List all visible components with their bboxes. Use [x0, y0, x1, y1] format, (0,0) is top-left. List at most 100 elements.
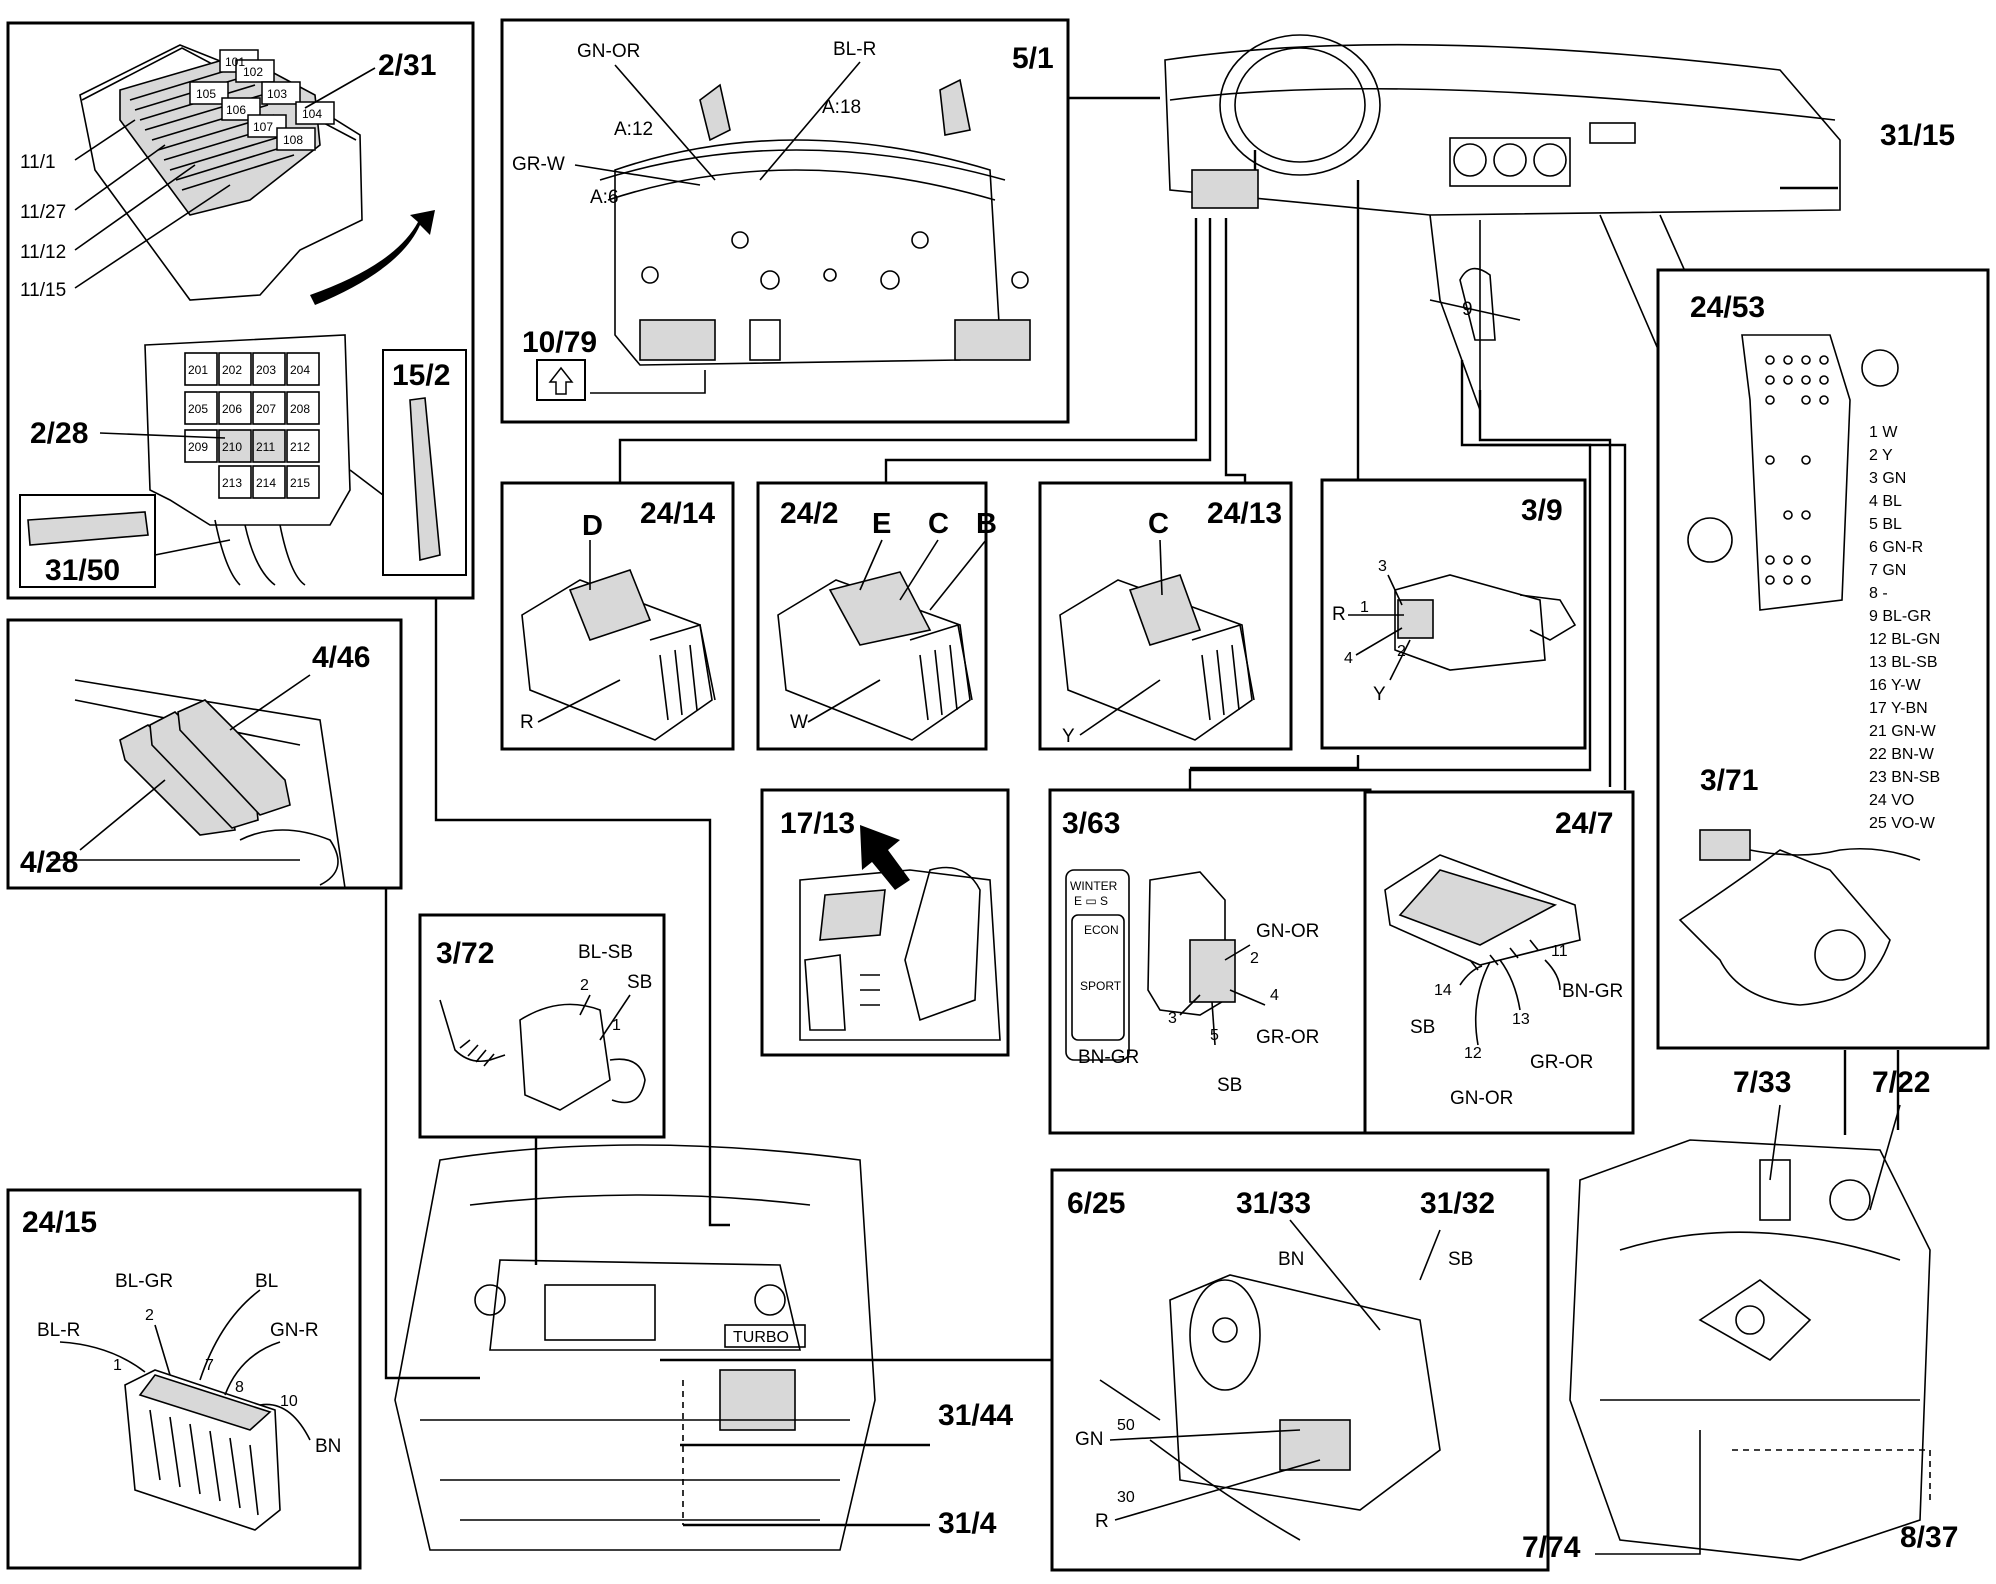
- connector-24-15-pin-8: 8: [235, 1379, 244, 1396]
- pin-a12: A:12: [614, 119, 653, 140]
- switch-3-63-wire-gr-or: GR-OR: [1256, 1027, 1319, 1048]
- relay-206: 206: [222, 402, 242, 416]
- pin-5-bl: 5 BL: [1869, 516, 1902, 533]
- switch-3-63-pin-3: 3: [1168, 1010, 1177, 1027]
- relay-209: 209: [188, 440, 208, 454]
- connector-24-15-pin-10: 10: [280, 1393, 298, 1410]
- relay-211: 211: [256, 440, 275, 454]
- dashboard-id: 31/15: [1880, 119, 1955, 152]
- connector-24-15-id: 24/15: [22, 1206, 97, 1239]
- fuse-102: 102: [243, 65, 263, 79]
- connector-24-7-pin-13: 13: [1512, 1011, 1530, 1028]
- connector-31-50-id: 31/50: [45, 554, 120, 587]
- relay-203: 203: [256, 363, 276, 377]
- connector-24-15-wire-bl-r: BL-R: [37, 1320, 80, 1341]
- pin-2-y: 2 Y: [1869, 447, 1893, 464]
- starter-id: 6/25: [1067, 1187, 1125, 1220]
- connector-24-7-pin-12: 12: [1464, 1045, 1482, 1062]
- dashboard-drawing: 9 31/15: [1164, 34, 1955, 411]
- pin-24-vo: 24 VO: [1869, 792, 1914, 809]
- sensor-3-71-id: 3/71: [1700, 764, 1758, 797]
- switch-3-9-pin-2: 2: [1397, 643, 1406, 660]
- gearbox-ref-8-37: 8/37: [1900, 1521, 1958, 1554]
- connector-24-2-color: W: [790, 712, 808, 733]
- switch-3-9-pin-3: 3: [1378, 558, 1387, 575]
- switch-3-63-id: 3/63: [1062, 807, 1120, 840]
- fuse-106: 106: [226, 103, 246, 117]
- engine-bay-drawing: TURBO 31/44 31/4: [394, 1144, 1013, 1551]
- switch-3-63-pin-2: 2: [1250, 950, 1259, 967]
- switch-3-9-wire-y: Y: [1373, 684, 1386, 705]
- connector-24-7-panel: 24/7 11 14 13 12 BN-GR SB GR-OR GN-OR: [1363, 790, 1635, 1135]
- shift-label: 9: [1462, 299, 1473, 320]
- cluster-sub-id: 10/79: [522, 326, 597, 359]
- connector-24-7-wire-gr-or: GR-OR: [1530, 1052, 1593, 1073]
- pin-7-gn: 7 GN: [1869, 562, 1906, 579]
- starter-wire-bn: BN: [1278, 1249, 1304, 1270]
- relay-212: 212: [290, 440, 310, 454]
- connector-24-15-pin-2: 2: [145, 1307, 154, 1324]
- fuse-107: 107: [253, 120, 273, 134]
- relay-208: 208: [290, 402, 310, 416]
- starter-ref-31-32: 31/32: [1420, 1187, 1495, 1220]
- relay-214: 214: [256, 476, 276, 490]
- fuse-box-id: 2/31: [378, 49, 436, 82]
- relay-box-id: 2/28: [30, 417, 88, 450]
- curved-arrow-icon: [310, 210, 435, 305]
- switch-3-9-id: 3/9: [1521, 494, 1563, 527]
- pin-4-bl: 4 BL: [1869, 493, 1902, 510]
- engine-ref-31-44: 31/44: [938, 1399, 1013, 1432]
- pointer-arrow-icon: [860, 825, 910, 890]
- connector-24-53-panel: 24/53 1 W 2 Y 3 GN 4 BL 5 BL 6 GN-R 7 GN…: [1656, 268, 1990, 1050]
- pin-ref-11-1: 11/1: [20, 152, 56, 173]
- pin-6-gn-r: 6 GN-R: [1869, 539, 1923, 556]
- relay-210: 210: [222, 440, 242, 454]
- fuse-103: 103: [267, 87, 287, 101]
- sport-label: SPORT: [1080, 979, 1122, 993]
- switch-3-63-pin-4: 4: [1270, 987, 1279, 1004]
- connector-24-2-panel: 24/2 E C B W: [756, 481, 997, 751]
- connector-24-15-wire-bl: BL: [255, 1271, 278, 1292]
- starter-pin-30: 30: [1117, 1489, 1135, 1506]
- relay-201: 201: [188, 363, 208, 377]
- switch-3-9-pin-4: 4: [1344, 650, 1353, 667]
- wire-bl-r: BL-R: [833, 39, 876, 60]
- gearbox-ref-7-33: 7/33: [1733, 1066, 1791, 1099]
- connector-24-15-panel: 24/15 BL-GR BL BL-R GN-R BN 2 7 1 8 10: [6, 1188, 362, 1570]
- wire-gn-or: GN-OR: [577, 41, 640, 62]
- relay-205: 205: [188, 402, 208, 416]
- pin-22-bn-w: 22 BN-W: [1869, 746, 1935, 763]
- switch-3-9-panel: 3/9 3 1 4 2 R Y: [1320, 478, 1587, 750]
- relay-4-46-id: 4/46: [312, 641, 370, 674]
- pin-16-y-w: 16 Y-W: [1869, 677, 1921, 694]
- connector-24-13-panel: 24/13 C Y: [1038, 481, 1293, 751]
- fuse-105: 105: [196, 87, 216, 101]
- connector-24-14-color: R: [520, 712, 534, 733]
- cluster-id: 5/1: [1012, 42, 1054, 75]
- switch-3-63-panel: 3/63 WINTER E ▭ S ECON SPORT GN-OR GR-OR…: [1048, 788, 1372, 1135]
- pin-ref-11-15: 11/15: [20, 280, 66, 301]
- pin-13-bl-sb: 13 BL-SB: [1869, 654, 1937, 671]
- sensor-3-72-pin-2: 2: [580, 977, 589, 994]
- starter-wire-gn: GN: [1075, 1429, 1104, 1450]
- sensor-3-72-panel: 3/72 BL-SB SB 2 1: [418, 913, 666, 1225]
- gearbox-ref-7-74: 7/74: [1522, 1531, 1581, 1564]
- connector-24-13-color: Y: [1062, 726, 1075, 747]
- shift-17-13-id: 17/13: [780, 807, 855, 840]
- starter-wire-r: R: [1095, 1511, 1109, 1532]
- starter-wire-sb: SB: [1448, 1249, 1473, 1270]
- relay-207: 207: [256, 402, 276, 416]
- connector-24-13-id: 24/13: [1207, 497, 1282, 530]
- connector-24-53-pins: [1765, 355, 1829, 585]
- connector-24-53-pin-list: 1 W 2 Y 3 GN 4 BL 5 BL 6 GN-R 7 GN 8 - 9…: [1869, 424, 1940, 832]
- connector-24-7-wire-bn-gr: BN-GR: [1562, 981, 1623, 1002]
- starter-ref-31-33: 31/33: [1236, 1187, 1311, 1220]
- engine-ref-31-4: 31/4: [938, 1507, 997, 1540]
- connector-24-15-pin-7: 7: [205, 1357, 214, 1374]
- connector-24-15-pin-1: 1: [113, 1357, 122, 1374]
- connector-24-2-letter-e: E: [872, 508, 891, 540]
- fuse-box-panel: 101 102 103 104 105 106 107 108 2/31 11/…: [6, 21, 475, 600]
- pin-ref-11-27: 11/27: [20, 202, 66, 223]
- relay-204: 204: [290, 363, 310, 377]
